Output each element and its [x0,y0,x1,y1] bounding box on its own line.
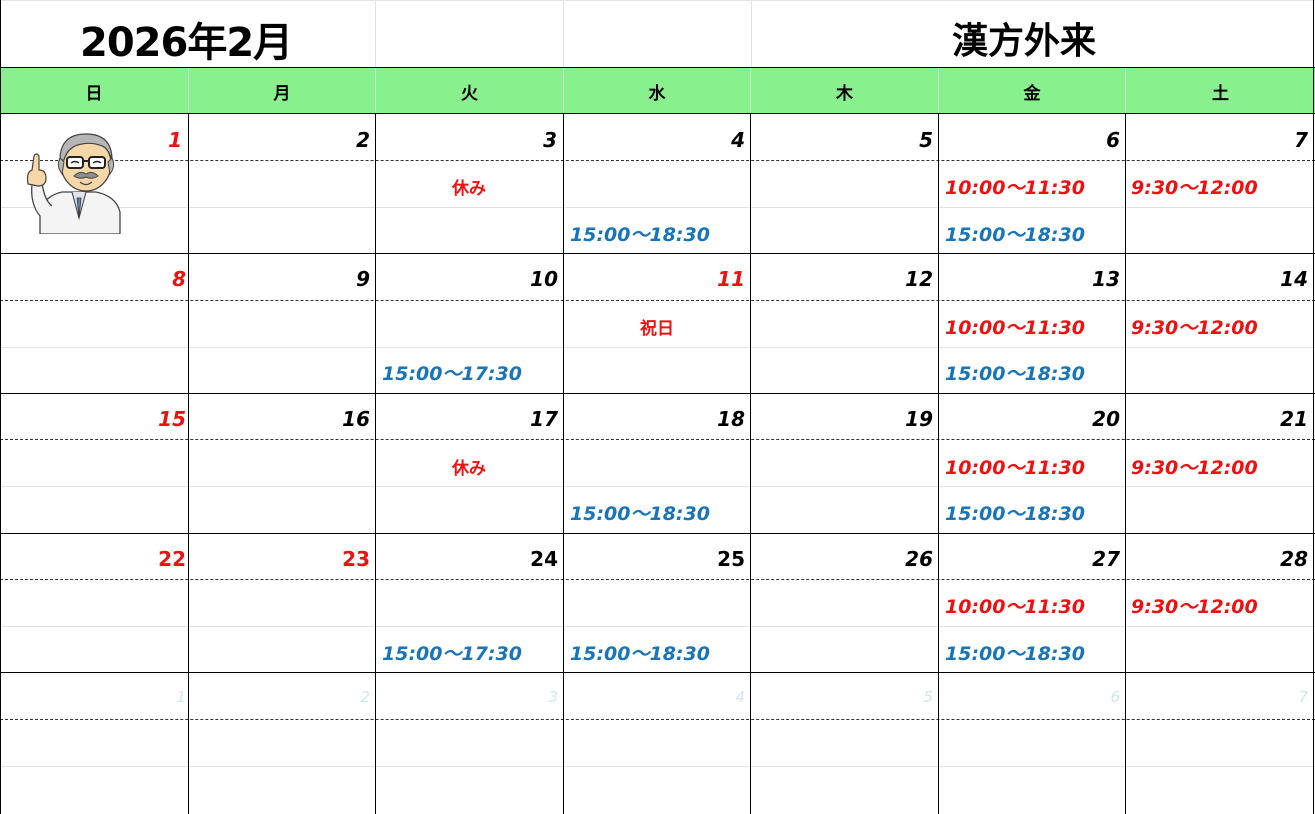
grid-line [563,113,564,814]
day-number-faded: 1 [176,688,186,706]
day-number: 27 [1092,547,1120,571]
time-slot: 9:30～12:00 [1131,177,1258,199]
grid-line [0,0,1,814]
day-number: 8 [172,267,186,291]
day-number: 21 [1280,407,1308,431]
day-number: 3 [543,128,557,152]
time-slot: 15:00～18:30 [945,643,1085,665]
closed-note: 休み [452,179,486,199]
day-number: 7 [1294,128,1308,152]
time-slot: 9:30～12:00 [1131,596,1258,618]
day-number: 23 [342,547,370,571]
date-separator [0,160,1315,161]
grid-line [0,113,1315,114]
day-number-faded: 7 [1298,688,1308,706]
time-slot: 9:30～12:00 [1131,457,1258,479]
weekday-sun: 日 [0,68,189,114]
doctor-icon [26,133,121,234]
date-separator [0,719,1315,720]
weekday-mon: 月 [189,68,376,114]
slot-separator [0,207,1315,208]
grid-line [0,672,1315,673]
day-number: 22 [158,547,186,571]
grid-line [1313,0,1314,814]
day-number: 14 [1280,267,1308,291]
closed-note: 休み [452,459,486,479]
time-slot: 10:00～11:30 [945,596,1085,618]
weekday-sat: 土 [1126,68,1315,114]
slot-separator [0,766,1315,767]
grid-line [0,393,1315,394]
day-number: 17 [530,407,558,431]
time-slot: 15:00～18:30 [945,503,1085,525]
time-slot: 9:30～12:00 [1131,317,1258,339]
day-number: 28 [1280,547,1308,571]
grid-line [750,113,751,814]
time-slot: 10:00～11:30 [945,317,1085,339]
day-number: 24 [530,547,558,571]
grid-line [0,0,1315,1]
time-slot: 15:00～17:30 [382,363,522,385]
day-number: 16 [342,407,370,431]
day-number-faded: 5 [923,688,933,706]
title-row: 2026年2月 漢方外来 [0,0,1315,68]
grid-line [0,533,1315,534]
holiday-note: 祝日 [640,319,674,339]
time-slot: 15:00～18:30 [945,363,1085,385]
day-number: 19 [905,407,933,431]
time-slot: 10:00～11:30 [945,457,1085,479]
weekday-fri: 金 [939,68,1126,114]
day-number-faded: 6 [1110,688,1120,706]
day-number: 5 [919,128,933,152]
time-slot: 15:00～18:30 [570,224,710,246]
time-slot: 15:00～18:30 [570,643,710,665]
time-slot: 15:00～18:30 [945,224,1085,246]
day-number: 18 [717,407,745,431]
day-number: 15 [158,407,186,431]
title-cell [0,0,376,68]
day-number: 25 [717,547,745,571]
day-number: 26 [905,547,933,571]
day-number: 20 [1092,407,1120,431]
slot-separator [0,626,1315,627]
grid-line [0,67,1315,68]
date-separator [0,300,1315,301]
day-number: 9 [356,267,370,291]
day-number: 1 [168,128,182,152]
day-number: 6 [1106,128,1120,152]
grid-line [188,113,189,814]
weekday-wed: 水 [564,68,751,114]
month-title: 2026年2月 [80,20,293,66]
day-number-faded: 3 [548,688,558,706]
weekday-thu: 木 [751,68,939,114]
time-slot: 15:00～18:30 [570,503,710,525]
title-cell [376,0,564,68]
grid-line [1125,113,1126,814]
day-number-faded: 2 [360,688,370,706]
day-number: 2 [356,128,370,152]
day-number-faded: 4 [735,688,745,706]
day-number: 4 [731,128,745,152]
grid-line [938,113,939,814]
clinic-title: 漢方外来 [952,21,1097,62]
grid-line [0,253,1315,254]
day-number: 13 [1092,267,1120,291]
date-separator [0,439,1315,440]
day-number: 10 [530,267,558,291]
weekday-tue: 火 [376,68,564,114]
slot-separator [0,486,1315,487]
day-number: 12 [905,267,933,291]
day-number: 11 [717,267,745,291]
grid-line [375,113,376,814]
title-cell [564,0,752,68]
slot-separator [0,347,1315,348]
time-slot: 10:00～11:30 [945,177,1085,199]
time-slot: 15:00～17:30 [382,643,522,665]
date-separator [0,579,1315,580]
